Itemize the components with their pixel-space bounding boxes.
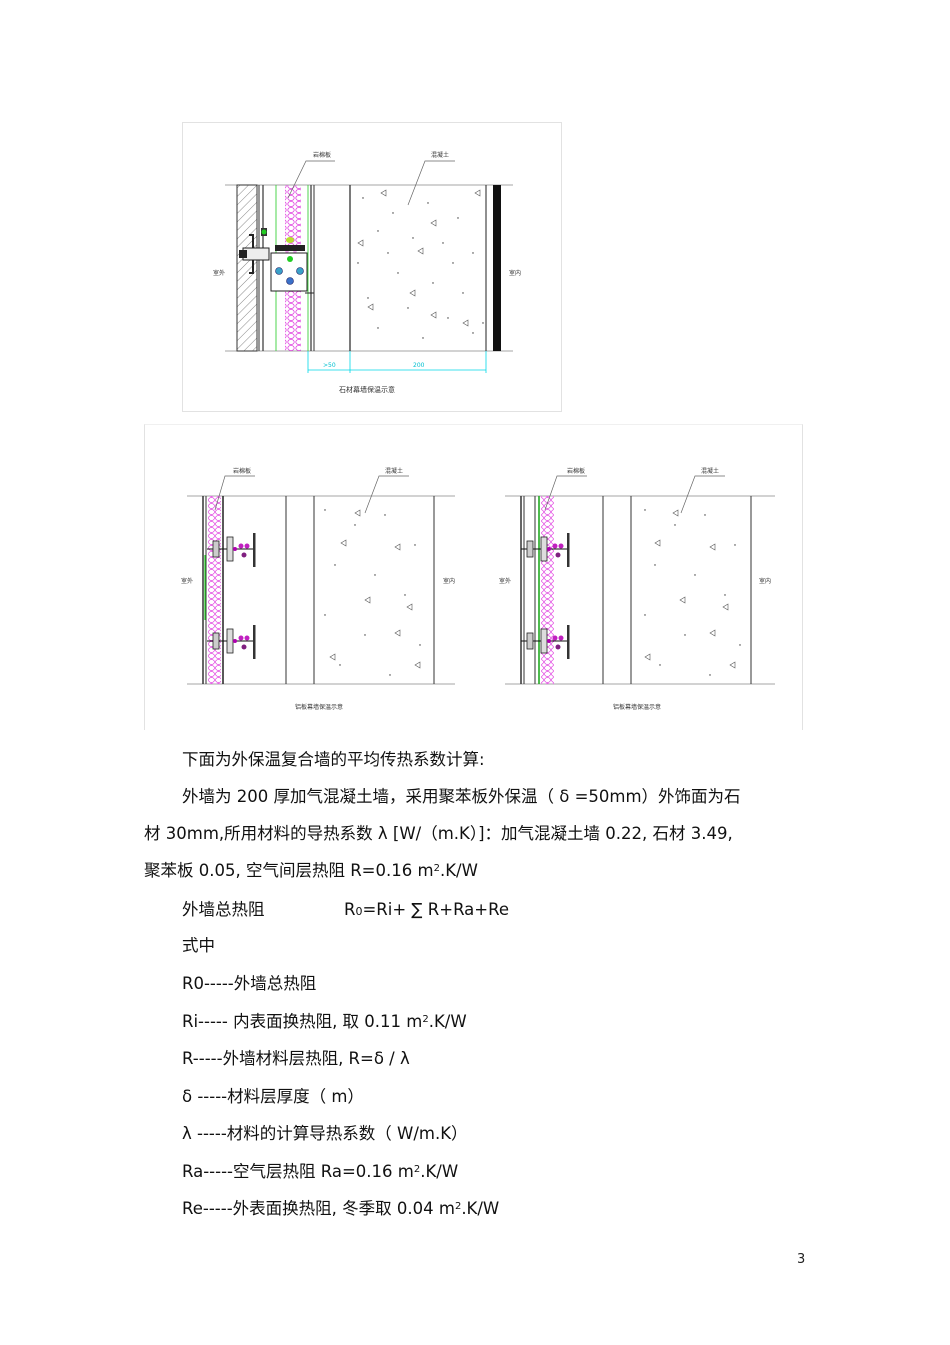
definition-line: Ri----- 内表面换热阻, 取 0.11 m2.K/W (182, 1011, 467, 1033)
text-segment: δ -----材料层厚度（ m） (182, 1087, 364, 1106)
definition-line: λ -----材料的计算导热系数（ W/m.K） (182, 1123, 468, 1145)
paragraph-line: 外墙为 200 厚加气混凝土墙，采用聚苯板外保温（ δ =50mm）外饰面为石 (182, 787, 741, 806)
definition-line: R-----外墙材料层热阻, R=δ / λ (182, 1048, 410, 1070)
label-insulation: 岩棉板 (233, 468, 252, 475)
definition-line: δ -----材料层厚度（ m） (182, 1086, 364, 1108)
label-indoor: 室内 (759, 578, 772, 585)
text-segment: Re-----外表面换热阻, 冬季取 0.04 m (182, 1199, 455, 1218)
label-indoor: 室内 (443, 578, 456, 585)
superscript: 2 (433, 863, 440, 874)
figure-caption-left: 铝板幕墙保温示意 (295, 704, 344, 711)
figure-aluminum-curtain-walls: 岩棉板 混凝土 室外 室内 铝板幕墙保温示意 岩棉板 混凝土 室外 室内 铝板幕… (144, 424, 803, 730)
definition-line: Re-----外表面换热阻, 冬季取 0.04 m2.K/W (182, 1198, 499, 1220)
figure-caption-right: 铝板幕墙保温示意 (613, 704, 662, 711)
page-number: 3 (797, 1252, 806, 1267)
paragraph-line: 材 30mm,所用材料的导热系数 λ [W/（m.K）]：加气混凝土墙 0.22… (144, 824, 733, 843)
text-segment: λ -----材料的计算导热系数（ W/m.K） (182, 1124, 468, 1143)
subscript: 0 (355, 905, 363, 918)
figure-stone-curtain-wall: 岩棉板 混凝土 室外 室内 >50 200 石材幕墙保温示意 (182, 122, 562, 412)
text-segment: Ri----- 内表面换热阻, 取 0.11 m (182, 1012, 423, 1031)
label-concrete: 混凝土 (701, 468, 720, 475)
section-drawings-aluminum (187, 475, 775, 685)
formula-label: 外墙总热阻 (182, 900, 265, 919)
superscript: 2 (413, 1164, 421, 1175)
label-concrete: 混凝土 (431, 152, 450, 159)
text-segment: R (344, 900, 356, 919)
dimension-air-gap: >50 (323, 362, 336, 369)
section-drawing-stone (225, 160, 513, 373)
figure-caption: 石材幕墙保温示意 (339, 386, 395, 394)
label-insulation: 岩棉板 (313, 152, 332, 159)
label-indoor: 室内 (509, 270, 522, 277)
label-insulation: 岩棉板 (567, 468, 586, 475)
formula: R0=Ri+ ∑ R+Ra+Re (344, 899, 509, 923)
text-segment: Ra-----空气层热阻 Ra=0.16 m (182, 1162, 414, 1181)
text-segment: .K/W (428, 1012, 467, 1031)
label-concrete: 混凝土 (385, 468, 404, 475)
superscript: 2 (422, 1014, 429, 1025)
text-segment: R0-----外墙总热阻 (182, 974, 317, 993)
intro-text: 下面为外保温复合墙的平均传热系数计算: (182, 750, 485, 769)
label-outdoor: 室外 (213, 270, 226, 277)
text-segment: =Ri+ ∑ R+Ra+Re (362, 900, 509, 919)
definition-line: Ra-----空气层热阻 Ra=0.16 m2.K/W (182, 1161, 458, 1183)
text-segment: .K/W (461, 1199, 500, 1218)
label-outdoor: 室外 (181, 578, 194, 585)
text-segment: R-----外墙材料层热阻, R=δ / λ (182, 1049, 410, 1068)
label-outdoor: 室外 (499, 578, 512, 585)
text-segment: .K/W (420, 1162, 459, 1181)
text-segment: .K/W (439, 861, 478, 880)
superscript: 2 (454, 1201, 462, 1212)
definition-line: R0-----外墙总热阻 (182, 973, 316, 995)
text-segment: 聚苯板 0.05, 空气间层热阻 R=0.16 m (144, 861, 434, 880)
where-label: 式中 (182, 936, 215, 955)
paragraph-line: 聚苯板 0.05, 空气间层热阻 R=0.16 m2.K/W (144, 860, 478, 882)
dimension-wall: 200 (413, 362, 425, 369)
